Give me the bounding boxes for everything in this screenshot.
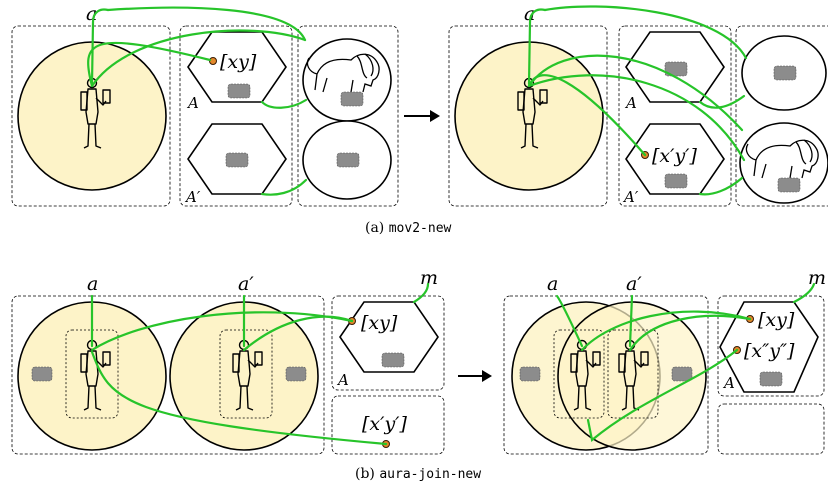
node-region-box: [735, 25, 828, 207]
label-A: A: [336, 371, 349, 389]
transition-arrow: [458, 370, 492, 382]
chip-icon: [340, 91, 364, 107]
link-line: [580, 310, 752, 352]
label-xpyp: [x′y′]: [652, 145, 697, 167]
link-line: [628, 314, 752, 352]
link-line: [260, 178, 308, 196]
link-line: [527, 74, 746, 162]
attribute-region-box: [717, 403, 825, 455]
link-line: [90, 350, 388, 446]
link-line: [87, 41, 212, 88]
link-line: [543, 5, 748, 60]
location-region-box: [11, 25, 171, 207]
link-line: [90, 29, 307, 88]
label-m: m: [420, 267, 438, 289]
label-agent-aprime: a′: [238, 273, 254, 295]
link-line: [586, 348, 739, 443]
attribute-region-box: [331, 295, 445, 391]
attribute-region-box: [179, 25, 293, 207]
label-xy: [xy]: [758, 309, 795, 331]
label-m: m: [808, 267, 826, 289]
link-line: [242, 315, 354, 352]
link-line: [555, 294, 584, 348]
label-xpyp: [x′y′]: [362, 413, 407, 435]
chip-icon: [671, 366, 693, 382]
caption-a: (a) mov2-new: [365, 220, 452, 236]
location-region-box: [448, 25, 608, 207]
label-agent-a: a: [524, 3, 535, 25]
link-line: [792, 282, 816, 304]
label-xppypp: [x″y″]: [744, 340, 795, 362]
link-line: [106, 6, 307, 42]
link-line: [260, 98, 308, 109]
attribute-region-box: [717, 295, 825, 397]
chip-icon: [777, 177, 801, 193]
lion-node-circle: [739, 122, 828, 204]
label-Aprime: A′: [622, 188, 639, 206]
chip-icon: [664, 173, 688, 189]
aura-box: [607, 329, 659, 419]
chip-icon: [381, 352, 405, 368]
panel-b-after: [xy] [x″y″] A a a′ m: [503, 267, 826, 455]
chip-icon: [664, 61, 688, 77]
chip-icon: [773, 65, 797, 81]
attribute-region-box: [618, 25, 732, 207]
chip-icon: [285, 366, 307, 382]
link-line: [527, 54, 744, 132]
label-agent-a: a: [547, 273, 558, 295]
chip-icon: [759, 371, 783, 387]
chip-icon: [227, 83, 251, 99]
label-xy: [xy]: [220, 51, 257, 73]
label-A: A: [624, 94, 637, 112]
panel-b-before: [xy] A [x′y′] a a′ m: [11, 267, 445, 455]
link-line: [698, 176, 744, 196]
label-A: A: [722, 374, 735, 392]
location-region-box: [11, 295, 325, 455]
caption-b: (b) aura-join-new: [355, 466, 481, 482]
attribute-region-box: [331, 395, 445, 455]
link-line: [90, 8, 110, 86]
aura-box: [553, 329, 605, 419]
label-agent-a: a: [87, 273, 98, 295]
chip-icon: [336, 152, 360, 168]
label-agent-a: a: [86, 3, 97, 25]
transition-arrow: [404, 110, 440, 122]
panel-a-after: A [x′y′] A′ a: [448, 3, 828, 207]
chip-icon: [31, 366, 53, 382]
label-agent-aprime: a′: [626, 273, 642, 295]
chip-icon: [225, 152, 249, 168]
chip-icon: [519, 366, 541, 382]
node-region-box: [297, 25, 399, 207]
link-line: [527, 8, 547, 86]
aura-box: [219, 329, 273, 419]
position-dot: [209, 57, 217, 65]
label-Aprime: A′: [184, 188, 201, 206]
link-line: [698, 94, 746, 109]
panel-a-before: [xy] A A′ a: [11, 3, 399, 207]
link-line: [527, 74, 647, 157]
label-A: A: [186, 94, 199, 112]
label-xy: [xy]: [361, 312, 398, 334]
location-region-box: [503, 295, 709, 455]
link-line: [412, 282, 430, 304]
link-line: [90, 311, 354, 352]
